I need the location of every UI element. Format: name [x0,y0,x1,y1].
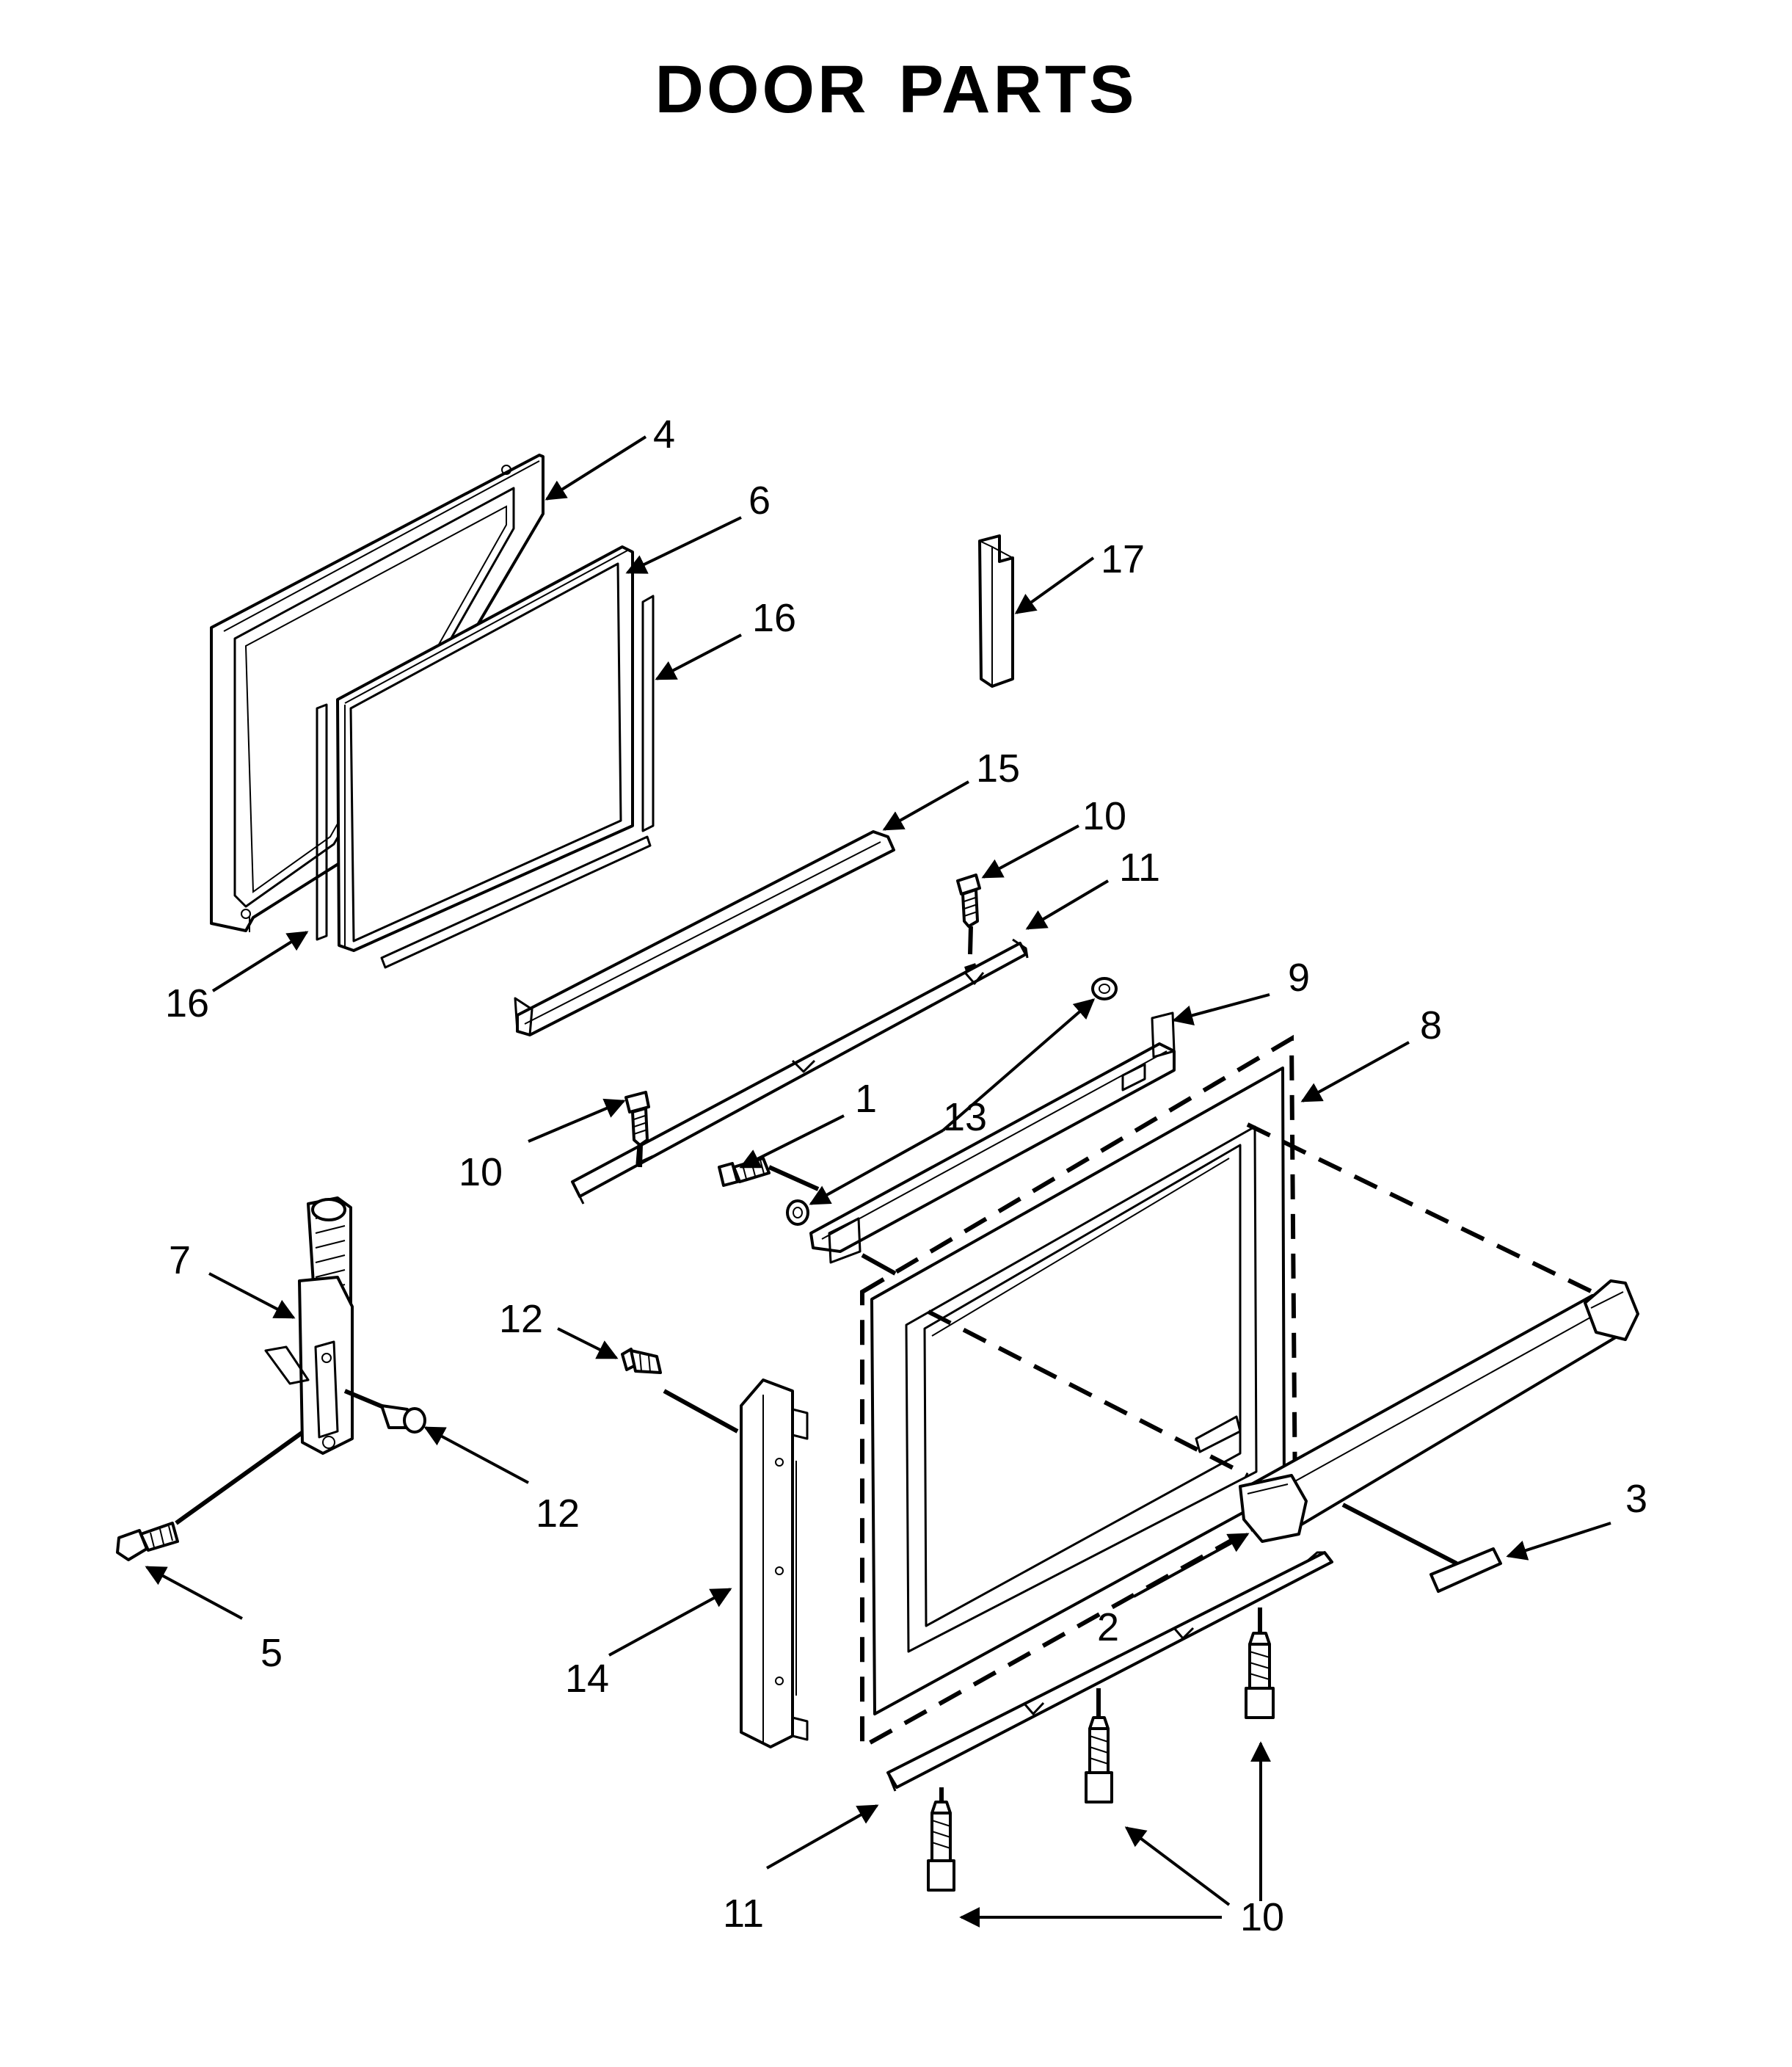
callout-17: 17 [1101,537,1145,581]
callout-13: 13 [943,1095,987,1139]
part-9-frame-channel [809,1011,1176,1264]
part-10-screw-upper [956,873,981,955]
callout-10-lower: 10 [1240,1895,1284,1939]
callout-4: 4 [653,413,675,457]
callout-12-lower: 12 [536,1492,580,1536]
callout-15: 15 [976,746,1020,791]
part-7-hinge [264,1196,354,1455]
callout-12-upper: 12 [499,1297,543,1341]
callout-10-left: 10 [459,1150,503,1194]
part-10-screw-lower-mid [1085,1688,1113,1803]
callout-labels: 4 6 16 17 16 15 10 11 9 8 1 13 10 7 12 1… [165,413,1647,1939]
part-6-door-glass [336,545,634,952]
part-16-glass-channel-right [380,595,655,969]
part-14-side-trim [740,1378,809,1748]
part-12-screw-upper [621,1348,662,1374]
callout-5: 5 [261,1631,283,1675]
part-15-vent-trim [514,830,895,1036]
callout-8: 8 [1420,1003,1442,1047]
part-11-upper-bracket [571,938,1029,1205]
callout-16-lower: 16 [165,981,209,1025]
callout-1: 1 [855,1077,877,1121]
part-8-door-outer-panel [860,1034,1298,1751]
part-1-screw [718,1157,820,1191]
title-word-parts: PARTS [898,52,1137,127]
part-13-washers [786,977,1118,1226]
callout-7: 7 [169,1238,191,1282]
callout-9: 9 [1288,956,1310,1000]
diagram-title: DOOR PARTS [0,51,1792,128]
part-12-screw-lower [343,1389,426,1434]
callout-14: 14 [565,1657,609,1701]
part-16-glass-channel-left [316,703,328,941]
callout-10-upper: 10 [1082,794,1126,838]
part-11-lower-bracket [886,1551,1333,1792]
callout-2: 2 [1097,1605,1119,1649]
part-10-screw-left [624,1091,650,1168]
callout-6: 6 [749,479,771,523]
part-10-screw-lower-right [1245,1608,1275,1719]
callout-11-lower: 11 [723,1892,764,1936]
callout-11-upper: 11 [1119,846,1160,890]
part-3-badge [1429,1547,1502,1593]
part-2-handle [1239,1279,1639,1543]
part-5-hinge-screw [116,1522,179,1561]
title-word-door: DOOR [655,52,870,127]
leader-lines [145,435,1611,1928]
part-17-spacer-block [978,534,1014,688]
callout-3: 3 [1625,1477,1647,1521]
callout-16-upper: 16 [752,596,796,640]
part-10-screw-lower-left [927,1787,955,1892]
